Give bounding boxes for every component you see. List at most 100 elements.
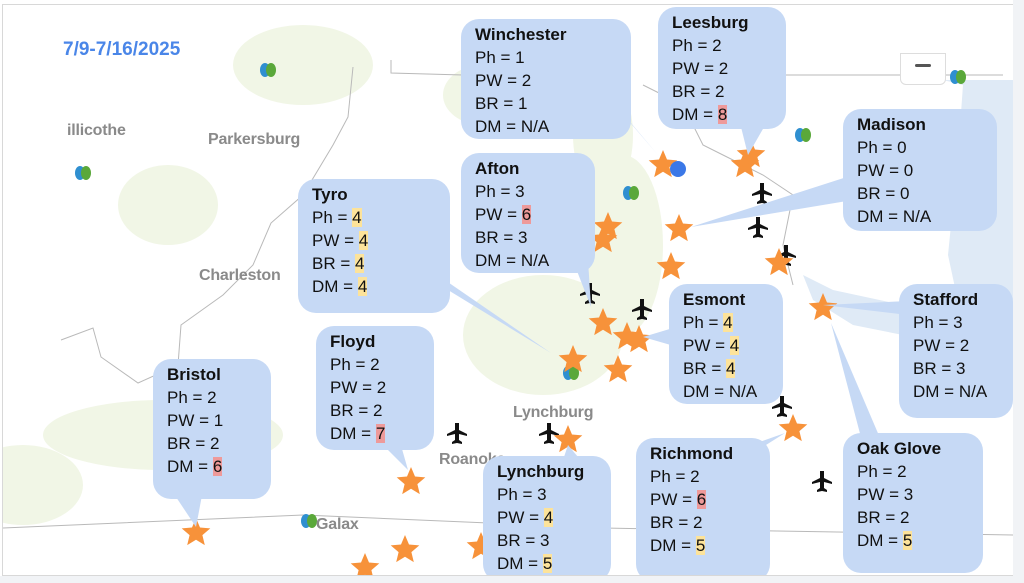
metric-label: DM [312,277,339,296]
metric-row-br: BR = 4 [312,254,365,273]
forest-area [583,155,663,335]
border-line [3,514,1013,536]
metric-value: 5 [902,531,913,550]
metric-row-dm: DM = 8 [672,105,728,124]
site-name: Esmont [683,290,746,309]
metric-row-dm: DM = 4 [312,277,368,296]
site-star-marker[interactable] [181,518,211,546]
site-star-marker[interactable] [764,248,794,276]
metric-label: BR [672,82,696,101]
metric-value: 4 [355,254,365,273]
site-star-marker[interactable] [390,535,420,563]
metric-value: 3 [540,531,550,550]
metric-row-br: BR = 2 [167,434,220,453]
metric-label: Ph [497,485,518,504]
metric-value: 2 [690,467,700,486]
zoom-out-button[interactable] [900,53,946,85]
metric-label: BR [683,359,707,378]
airport-icon[interactable] [812,471,832,492]
site-star-marker[interactable] [553,425,583,453]
metric-value: N/A [902,207,932,226]
date-range-title: 7/9-7/16/2025 [63,39,181,60]
metric-label: Ph [167,388,188,407]
site-star-marker[interactable] [778,414,808,442]
metric-row-ph: Ph = 1 [475,48,525,67]
metric-value: 3 [953,313,963,332]
metric-label: PW [330,378,358,397]
metric-label: PW [857,485,885,504]
metric-value: 2 [370,355,380,374]
site-star-marker[interactable] [558,345,588,373]
metric-label: BR [475,94,499,113]
metric-value: N/A [520,251,550,270]
metric-row-br: BR = 0 [857,184,910,203]
metric-label: DM [497,554,524,573]
site-star-marker[interactable] [656,252,686,280]
site-name: Stafford [913,290,979,309]
site-star-marker[interactable] [664,214,694,242]
airport-icon[interactable] [776,245,796,266]
metric-row-dm: DM = 5 [497,554,553,573]
airport-icon[interactable] [632,299,652,320]
metric-value: 6 [212,457,223,476]
metric-label: DM [683,382,710,401]
metric-row-dm: DM = N/A [857,207,932,226]
metric-row-br: BR = 3 [475,228,528,247]
metric-row-pw: PW = 2 [330,378,387,397]
site-star-marker[interactable] [396,467,426,495]
metric-row-br: BR = 2 [330,401,383,420]
water-site-icon[interactable] [569,366,579,380]
metric-label: Ph [857,462,878,481]
metric-label: DM [650,536,677,555]
metric-value: 4 [543,508,554,527]
water-site-icon[interactable] [266,63,276,77]
airport-icon[interactable] [748,217,768,238]
metric-label: Ph [672,36,693,55]
scrollbar-track[interactable] [1013,0,1024,583]
water-site-icon[interactable] [307,514,317,528]
border-line [390,60,464,76]
metric-row-pw: PW = 4 [497,508,554,527]
metric-row-br: BR = 2 [650,513,703,532]
metric-label: PW [475,205,503,224]
water-site-icon[interactable] [956,70,966,84]
water-site-icon[interactable] [81,166,91,180]
metric-value: 3 [903,485,914,504]
city-label: Lynchburg [513,404,594,421]
site-star-marker[interactable] [588,225,618,253]
airport-icon[interactable] [752,183,772,204]
metric-value: 1 [518,94,528,113]
metric-value: 3 [537,485,547,504]
water-site-icon[interactable] [629,186,639,200]
metric-value: 4 [357,277,368,296]
metric-label: Ph [857,138,878,157]
metric-row-dm: DM = 5 [857,531,913,550]
metric-row-br: BR = 4 [683,359,736,378]
site-star-marker[interactable] [350,553,380,575]
water-site-icon[interactable] [801,128,811,142]
metric-value: 5 [695,536,706,555]
metric-label: PW [497,508,525,527]
airport-icon[interactable] [447,423,467,444]
metric-value: 1 [213,411,224,430]
city-label: Parkersburg [208,131,301,148]
site-name: Tyro [312,185,348,204]
metric-row-ph: Ph = 4 [312,208,362,227]
metric-value: 2 [207,388,217,407]
metric-label: DM [672,105,699,124]
metric-label: Ph [913,313,934,332]
metric-value: 4 [358,231,369,250]
metric-row-pw: PW = 6 [475,205,532,224]
metric-value: N/A [728,382,758,401]
airport-icon[interactable] [772,396,792,417]
airport-icon[interactable] [539,423,559,444]
metric-row-pw: PW = 2 [672,59,729,78]
site-star-marker[interactable] [603,355,633,383]
site-star-marker[interactable] [588,308,618,336]
